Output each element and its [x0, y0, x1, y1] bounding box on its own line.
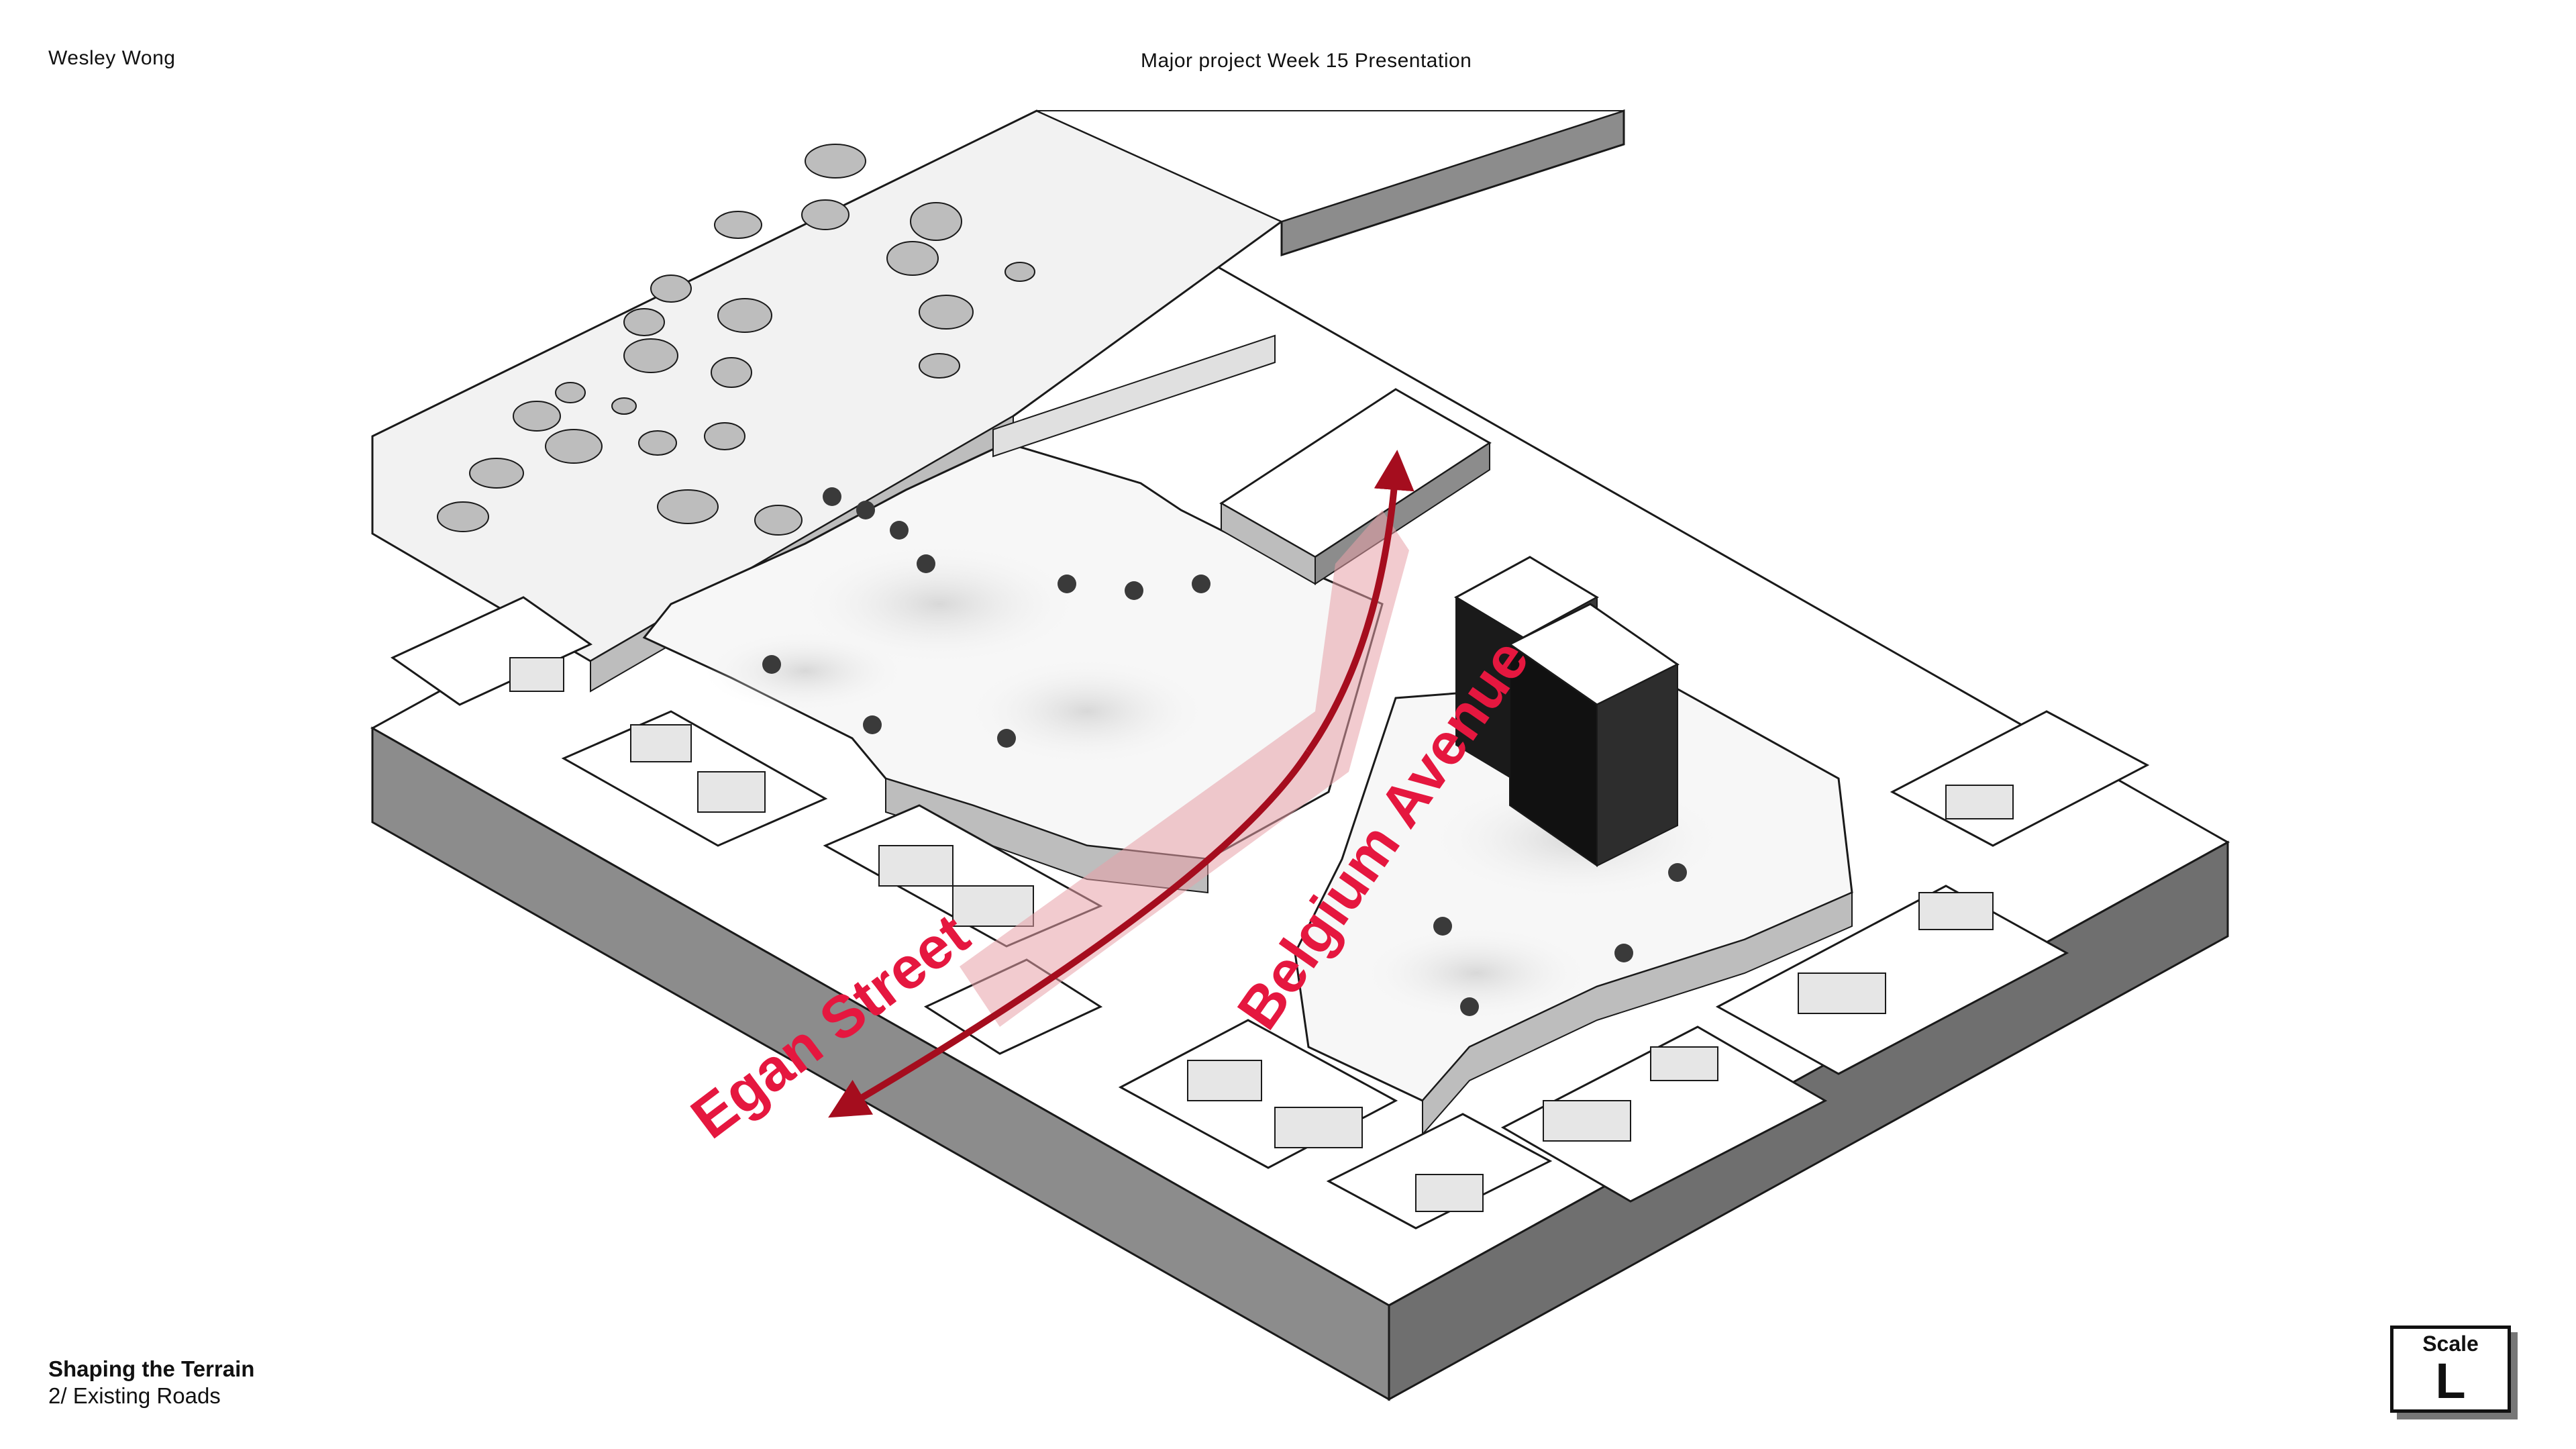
- belgium-avenue-arrow: [1305, 450, 1414, 754]
- terrain-pits: [437, 144, 1035, 536]
- road-overlay: [960, 510, 1409, 1027]
- presentation-title: Major project Week 15 Presentation: [1141, 50, 1472, 72]
- caption-title: Shaping the Terrain: [48, 1356, 255, 1381]
- scale-value: L: [2435, 1353, 2466, 1409]
- houses: [509, 657, 2014, 1212]
- author-name: Wesley Wong: [48, 47, 176, 69]
- apartment-tower: [1453, 556, 1680, 867]
- scale-badge: Scale L: [2390, 1326, 2511, 1413]
- trees: [762, 487, 1687, 1016]
- scale-label: Scale: [2422, 1332, 2479, 1356]
- road-arrows: [828, 450, 1414, 1118]
- egan-street-arrow: [828, 750, 1312, 1118]
- slide-caption: Shaping the Terrain 2/ Existing Roads: [48, 1356, 254, 1409]
- caption-subtitle: 2/ Existing Roads: [48, 1383, 221, 1408]
